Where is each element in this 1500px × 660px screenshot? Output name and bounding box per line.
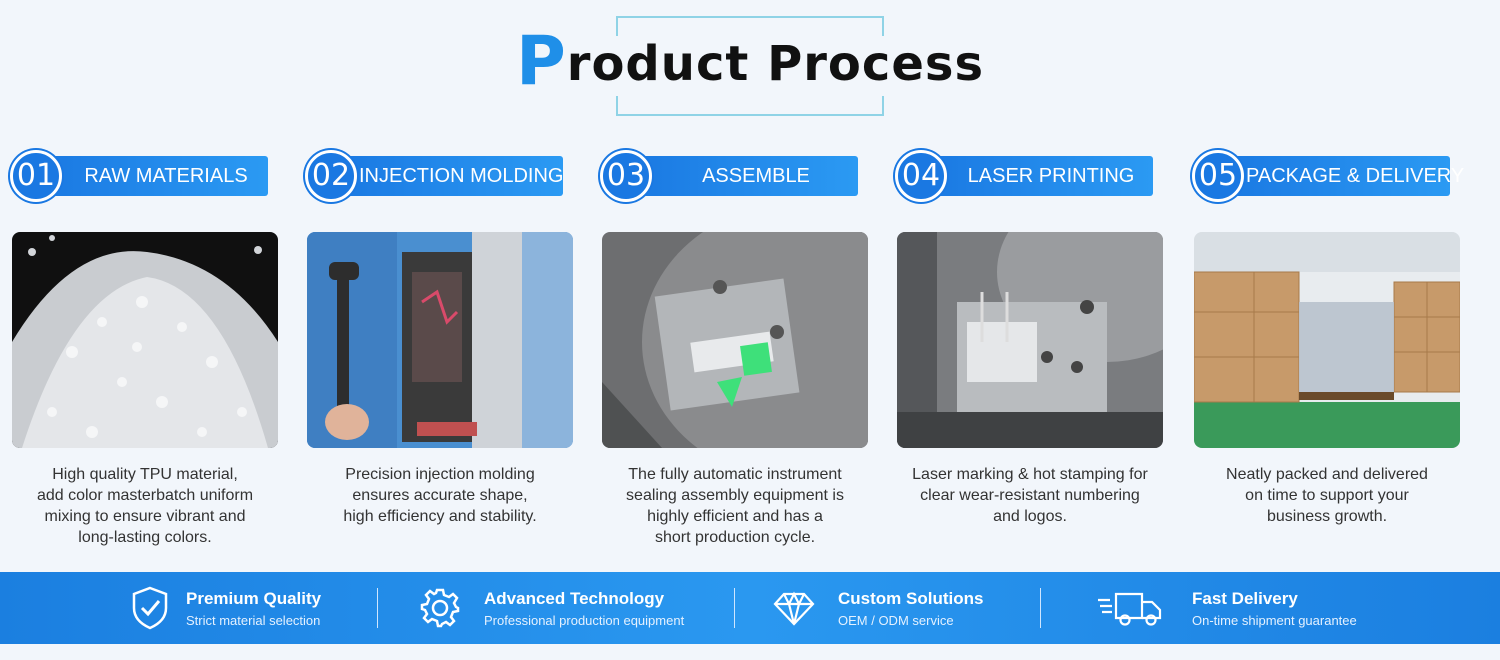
title-first-letter: P: [515, 22, 567, 101]
step-label: INJECTION MOLDING: [359, 165, 564, 187]
step-header: LASER PRINTING 04: [895, 150, 1165, 202]
step-number-badge: 01: [10, 150, 62, 202]
step-label: RAW MATERIALS: [84, 165, 248, 187]
feature-divider: [1040, 588, 1041, 628]
assembly-fixture-photo: [602, 232, 868, 448]
step-header: RAW MATERIALS 01: [10, 150, 280, 202]
feature-subtitle: Professional production equipment: [484, 613, 685, 628]
feature-custom-solutions: Custom Solutions OEM / ODM service: [772, 572, 1012, 644]
step-description: Precision injection molding ensures accu…: [343, 466, 537, 525]
feature-subtitle: Strict material selection: [186, 613, 321, 628]
feature-divider: [734, 588, 735, 628]
step-label: ASSEMBLE: [702, 165, 810, 187]
step-description: High quality TPU material, add color mas…: [36, 466, 254, 546]
feature-title: Premium Quality: [186, 589, 322, 608]
step-header: PACKAGE & DELIVERY 05: [1192, 150, 1465, 202]
plastic-pellets-photo: [12, 232, 278, 448]
feature-title: Custom Solutions: [838, 589, 984, 608]
feature-subtitle: On-time shipment guarantee: [1192, 613, 1357, 628]
feature-subtitle: OEM / ODM service: [838, 613, 954, 628]
laser-fixture-photo: [897, 232, 1163, 448]
feature-divider: [377, 588, 378, 628]
step-header: INJECTION MOLDING 02: [305, 150, 575, 202]
step-description: The fully automatic instrument sealing a…: [626, 466, 844, 546]
step-number-badge: 04: [895, 150, 947, 202]
step-number-badge: 02: [305, 150, 357, 202]
step-number-badge: 05: [1192, 150, 1244, 202]
delivery-truck-icon: [1098, 586, 1164, 630]
shield-check-icon: [130, 586, 174, 630]
feature-advanced-technology: Advanced Technology Professional product…: [418, 572, 718, 644]
injection-machine-photo: [307, 232, 573, 448]
warehouse-boxes-photo: [1194, 232, 1460, 448]
feature-title: Advanced Technology: [484, 589, 665, 608]
feature-title: Fast Delivery: [1192, 589, 1298, 608]
gear-icon: [418, 586, 462, 630]
feature-band: Premium Quality Strict material selectio…: [0, 572, 1500, 644]
step-description: Neatly packed and delivered on time to s…: [1226, 466, 1428, 525]
step-header: ASSEMBLE 03: [600, 150, 870, 202]
step-description: Laser marking & hot stamping for clear w…: [912, 466, 1148, 525]
page-title: Product Process: [0, 22, 1500, 101]
step-label: LASER PRINTING: [967, 165, 1135, 187]
title-rest: roduct Process: [566, 36, 985, 92]
diamond-icon: [772, 586, 816, 630]
step-number-badge: 03: [600, 150, 652, 202]
feature-premium-quality: Premium Quality Strict material selectio…: [130, 572, 370, 644]
step-label: PACKAGE & DELIVERY: [1246, 165, 1465, 187]
feature-fast-delivery: Fast Delivery On-time shipment guarantee: [1098, 572, 1378, 644]
